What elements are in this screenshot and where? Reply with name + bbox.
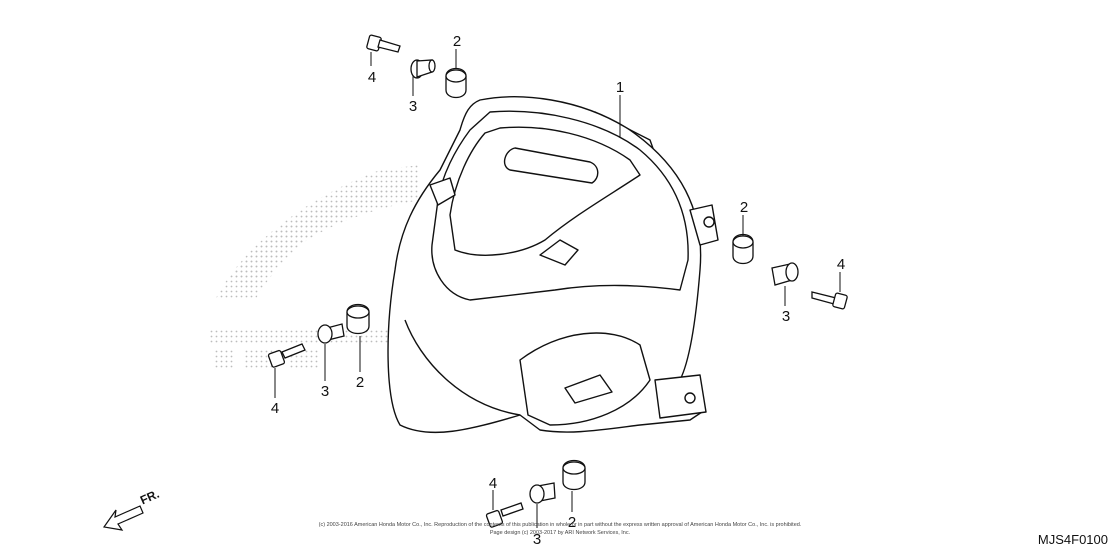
callout-2: 2 (568, 514, 576, 531)
callout-4: 4 (271, 400, 279, 417)
callout-4: 4 (368, 69, 376, 86)
callout-4: 4 (489, 475, 497, 492)
grommet-bottom (562, 459, 586, 491)
callout-3: 3 (409, 98, 417, 115)
callout-3: 3 (782, 308, 790, 325)
grommet-top-left (445, 67, 467, 99)
callout-2: 2 (453, 33, 461, 50)
callout-2: 2 (356, 374, 364, 391)
grommet-right (732, 233, 754, 265)
headlight-assembly (387, 96, 719, 434)
callout-2: 2 (740, 199, 748, 216)
collar-right (771, 262, 799, 286)
grommet-left (346, 303, 370, 335)
part-code: MJS4F0100 (1037, 532, 1108, 547)
leader-lines (274, 49, 841, 528)
bolt-right (811, 291, 848, 310)
collar-top-left (410, 59, 436, 79)
callout-3: 3 (533, 531, 541, 548)
copyright-line-1: (c) 2003-2016 American Honda Motor Co., … (318, 522, 802, 528)
collar-left (317, 323, 345, 344)
callout-3: 3 (321, 383, 329, 400)
collar-bottom (529, 482, 556, 504)
bolt-left (267, 343, 306, 368)
copyright-line-2: Page design (c) 2003-2017 by ARI Network… (489, 530, 631, 536)
forward-arrow-icon (102, 505, 144, 531)
callout-1: 1 (616, 79, 624, 96)
bolt-top-left (366, 34, 401, 53)
callout-4: 4 (837, 256, 845, 273)
bolt-bottom (485, 502, 524, 528)
